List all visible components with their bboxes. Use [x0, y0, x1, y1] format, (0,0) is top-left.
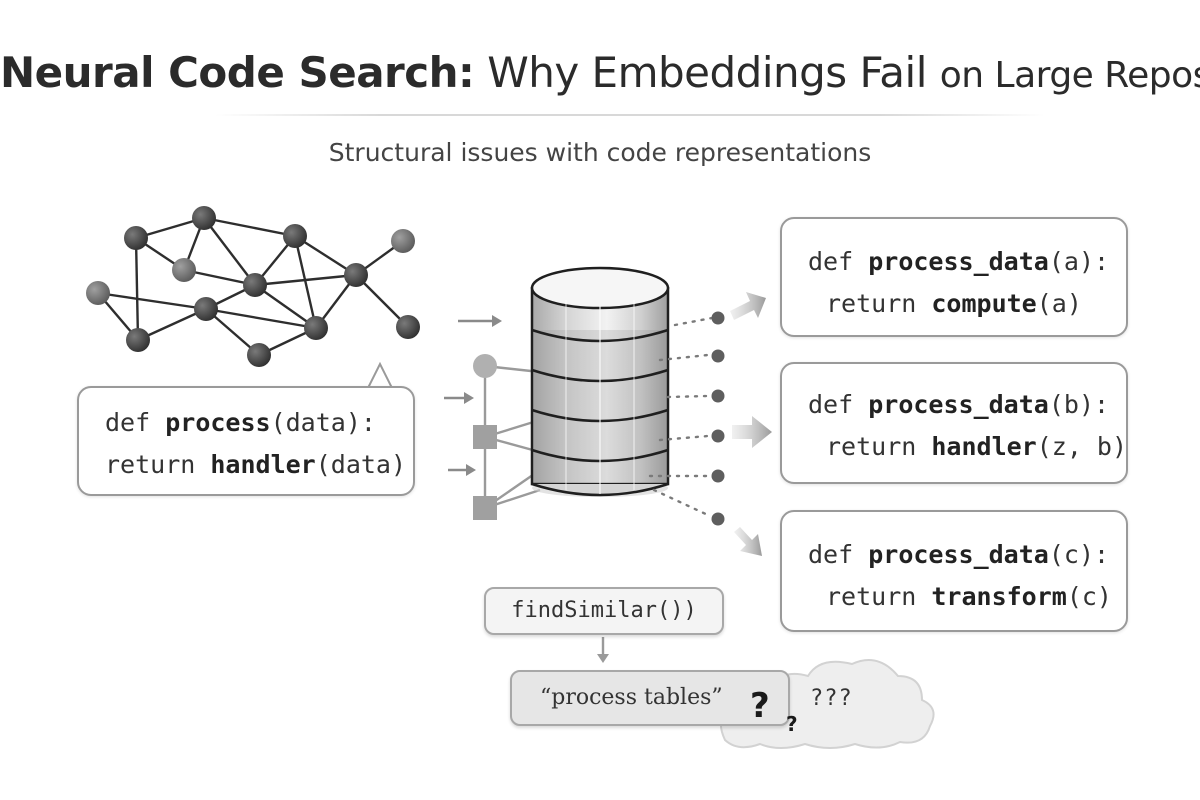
result-arrow-2 [732, 416, 772, 448]
result-snippet-2: def process_data(b): return handler(z, b… [780, 362, 1128, 484]
title-part-2: Why Embeddings Fail [487, 48, 927, 97]
similarity-rays [648, 316, 714, 518]
title-part-3: on Large Repos [939, 55, 1200, 96]
function-name: process_data [868, 247, 1049, 276]
keyword: def [105, 408, 166, 437]
ray-dots [711, 311, 725, 526]
graph-node [247, 343, 271, 367]
graph-node [194, 297, 218, 321]
keyword: def [808, 540, 869, 569]
page-title: Neural Code Search: Why Embeddings Fail … [0, 48, 1200, 97]
call-name: handler [931, 432, 1037, 461]
result-arrows [730, 292, 772, 556]
call-args: (c) [1066, 582, 1112, 611]
result-snippet-1: def process_data(a): return compute(a) [780, 217, 1128, 337]
keyword: return [826, 289, 932, 318]
keyword: return [826, 432, 932, 461]
ast-node [473, 496, 497, 520]
function-args: (data): [270, 408, 376, 437]
find-similar-call: findSimilar()) [484, 587, 724, 635]
call-args: (data) [315, 450, 407, 479]
ast-node [473, 425, 497, 449]
call-args: (z, b) [1036, 432, 1128, 461]
graph-node [396, 315, 420, 339]
function-args: (b): [1048, 390, 1110, 419]
vector-database [530, 266, 670, 497]
graph-node [391, 229, 415, 253]
function-name: process [165, 408, 271, 437]
question-mark-small: ? [786, 712, 798, 736]
graph-node [126, 328, 150, 352]
function-args: (c): [1048, 540, 1110, 569]
graph-node [344, 263, 368, 287]
ast-root-node [473, 354, 497, 378]
graph-node [192, 206, 216, 230]
source-code-snippet: def process(data): return handler(data) [77, 386, 415, 496]
call-name: handler [210, 450, 316, 479]
graph-node [304, 316, 328, 340]
graph-nodes [86, 206, 420, 367]
question-mark-large: ? [750, 686, 770, 726]
result-arrow-1 [730, 292, 766, 320]
graph-node [124, 226, 148, 250]
function-name: process_data [868, 540, 1049, 569]
function-name: process_data [868, 390, 1049, 419]
keyword: return [826, 582, 932, 611]
result-arrow-3 [734, 527, 762, 556]
graph-node [86, 281, 110, 305]
graph-node [172, 258, 196, 282]
flow-arrow-down [597, 637, 609, 663]
result-snippet-3: def process_data(c): return transform(c) [780, 510, 1128, 632]
call-name: compute [931, 289, 1037, 318]
title-part-1: Neural Code Search: [0, 48, 475, 97]
search-query: “process tables” [510, 670, 790, 726]
page-subtitle: Structural issues with code representati… [328, 138, 872, 167]
callout-pointer [366, 361, 394, 389]
graph-node [243, 273, 267, 297]
function-args: (a): [1048, 247, 1110, 276]
ast-tree [473, 354, 541, 520]
title-divider [215, 114, 1045, 116]
keyword: def [808, 390, 869, 419]
graph-node [283, 224, 307, 248]
question-marks-triple: ??? [810, 686, 853, 711]
call-args: (a) [1036, 289, 1082, 318]
keyword: def [808, 247, 869, 276]
call-name: transform [931, 582, 1067, 611]
input-arrows [444, 315, 502, 476]
keyword: return [105, 450, 211, 479]
